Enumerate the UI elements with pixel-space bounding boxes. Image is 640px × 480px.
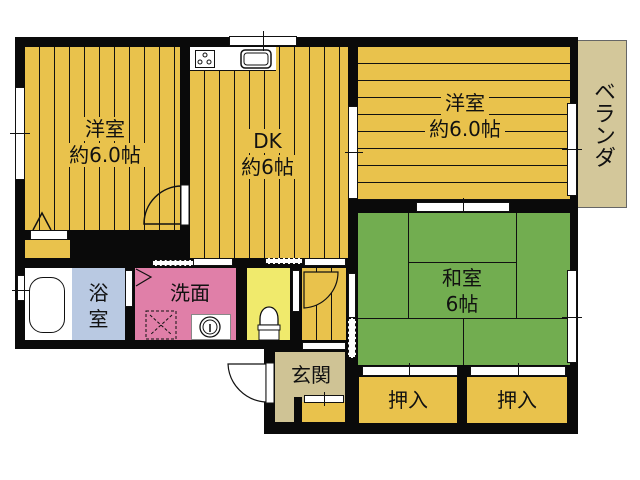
window-japanese-room-east-mark — [562, 317, 582, 318]
door-swing-icon — [135, 268, 153, 287]
tatami-line — [516, 213, 517, 318]
tatami-line — [463, 318, 464, 365]
bathtub-icon — [29, 277, 65, 333]
closet-shelf — [30, 230, 68, 240]
door-hallway-icon — [303, 271, 339, 309]
door-japanese-room-west-2 — [348, 318, 356, 358]
bathroom-label-1: 浴 — [88, 281, 109, 305]
entrance-inner-wall — [294, 397, 302, 422]
window-japanese-room-east — [567, 270, 577, 363]
western-room-1-closet-strip — [25, 240, 70, 258]
window-east-mark — [562, 149, 582, 150]
bathroom — [72, 268, 125, 340]
bathroom-door — [125, 270, 133, 307]
dk-label: DK 約6帖 — [210, 128, 325, 180]
door-hallway-top — [304, 258, 346, 266]
entrance-label: 玄関 — [291, 363, 331, 387]
stove-icon — [195, 50, 215, 68]
entrance-door-icon — [227, 362, 275, 404]
window-kitchen-mark — [263, 31, 264, 51]
door-washroom-top — [152, 260, 194, 266]
window-bath — [17, 275, 25, 301]
entrance-storage-mark — [324, 392, 325, 406]
veranda-label: ベランダ — [590, 80, 615, 168]
bathroom-label: 浴 室 — [72, 280, 125, 332]
japanese-room-name: 和室 — [442, 266, 482, 290]
western-room-2-name: 洋室 — [405, 90, 525, 116]
closet-2 — [467, 377, 567, 423]
closet-1-label: 押入 — [388, 388, 428, 412]
closet-1 — [359, 377, 457, 423]
western-room-1-size: 約6.0帖 — [40, 142, 170, 168]
entrance-storage — [302, 402, 345, 422]
western-room-2-label: 洋室 約6.0帖 — [405, 90, 525, 142]
sink-icon — [240, 49, 272, 69]
dk-size: 約6帖 — [210, 154, 325, 180]
closet-1-door — [362, 366, 458, 376]
window-western-room-2-west-mark — [345, 152, 363, 153]
japanese-room — [358, 213, 570, 365]
closet-1-door-mark — [409, 363, 410, 379]
tatami-line — [408, 213, 409, 318]
toilet-icon — [257, 306, 281, 340]
wash-basin-icon — [199, 316, 221, 338]
tatami-line — [358, 318, 570, 319]
window-west-mark — [10, 133, 30, 134]
western-room-1-name: 洋室 — [40, 116, 170, 142]
japanese-room-label: 和室 6帖 — [410, 265, 514, 317]
door-toilet-top — [265, 258, 303, 264]
washing-machine-icon — [145, 310, 177, 340]
tatami-line — [408, 262, 516, 263]
closet-2-door-mark — [518, 363, 519, 379]
toilet-door — [292, 270, 300, 312]
door-japanese-room-west — [348, 273, 356, 318]
dk-name: DK — [210, 128, 325, 154]
door-washroom-top-2 — [193, 258, 233, 266]
door-western-room-1-icon — [143, 184, 190, 226]
western-room-1-label: 洋室 約6.0帖 — [40, 116, 170, 168]
closet-2-label: 押入 — [497, 388, 537, 412]
window-bath-mark — [12, 290, 30, 291]
japanese-room-size: 6帖 — [445, 292, 479, 316]
bathroom-label-2: 室 — [88, 307, 109, 331]
closet-arrow-icon — [32, 211, 52, 231]
western-room-2-size: 約6.0帖 — [405, 116, 525, 142]
hallway-step — [302, 342, 346, 350]
door-western-room-2-south-mark — [463, 198, 464, 216]
washroom-label: 洗面 — [170, 281, 210, 305]
